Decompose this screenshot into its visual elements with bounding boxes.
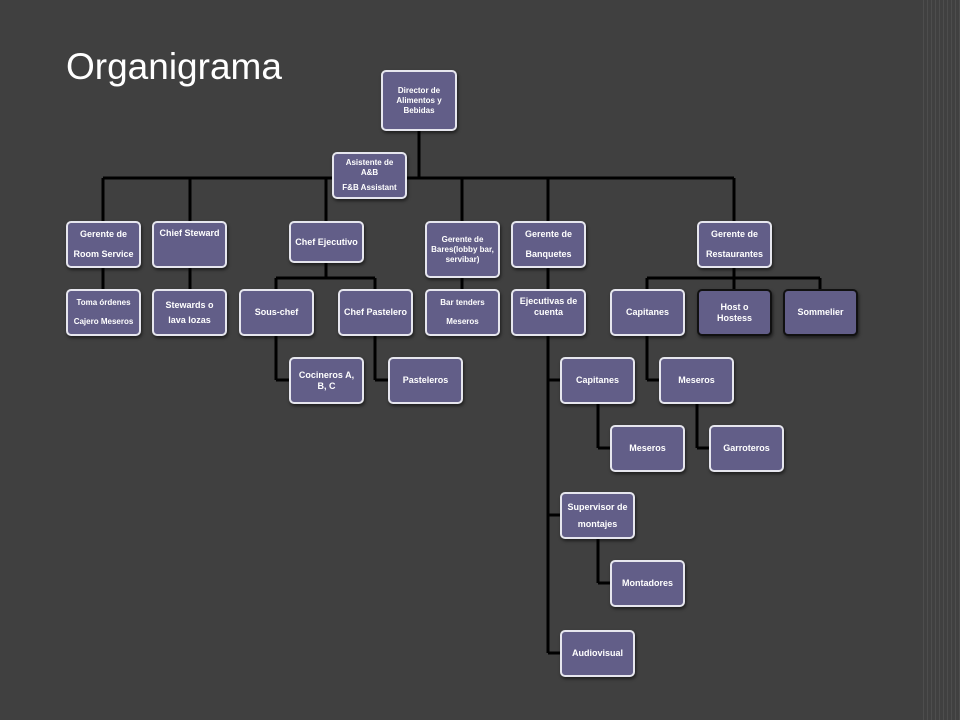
- assistant-box: Asistente de A&B F&B Assistant: [332, 152, 407, 199]
- decorative-stripes: [920, 0, 960, 720]
- audiovisual-label: Audiovisual: [571, 648, 623, 658]
- banquetes-label-2: Banquetes: [525, 248, 572, 259]
- sommelier-label: Sommelier: [797, 307, 844, 317]
- slide-title: Organigrama: [66, 46, 282, 87]
- bar-staff-box: Bar tenders Meseros: [425, 289, 500, 336]
- assistant-label: Asistente de A&B: [345, 158, 394, 178]
- room-service-label-2: Room Service: [73, 248, 134, 259]
- restaurantes-meseros-label: Meseros: [678, 375, 715, 385]
- sous-chef-box: Sous-chef: [239, 289, 314, 336]
- chief-steward-label: Chief Steward: [159, 228, 220, 238]
- room-service-manager-box: Gerente de Room Service: [66, 221, 141, 268]
- chef-pastelero-box: Chef Pastelero: [338, 289, 413, 336]
- restaurantes-meseros-box: Meseros: [659, 357, 734, 404]
- chef-pastelero-label: Chef Pastelero: [343, 307, 408, 317]
- bar-staff-2: Meseros: [446, 317, 479, 327]
- ejecutivas-box: Ejecutivas de cuenta: [511, 289, 586, 336]
- stewards-label: Stewards o lava lozas: [165, 299, 214, 325]
- bares-manager-box: Gerente de Bares(lobby bar, servibar): [425, 221, 500, 278]
- room-service-staff-box: Toma órdenes Cajero Meseros: [66, 289, 141, 336]
- room-service-staff-2: Cajero Meseros: [73, 317, 134, 327]
- restaurantes-capitanes-label: Capitanes: [625, 307, 669, 317]
- restaurantes-capitanes-box: Capitanes: [610, 289, 685, 336]
- restaurantes-label-2: Restaurantes: [705, 248, 764, 259]
- cocineros-box: Cocineros A, B, C: [289, 357, 364, 404]
- garroteros-box: Garroteros: [709, 425, 784, 472]
- chef-ejecutivo-label: Chef Ejecutivo: [295, 236, 358, 247]
- bares-label: Gerente de Bares(lobby bar, servibar): [431, 234, 494, 264]
- stewards-box: Stewards o lava lozas: [152, 289, 227, 336]
- pasteleros-label: Pasteleros: [402, 375, 449, 385]
- cocineros-label: Cocineros A, B, C: [298, 369, 355, 391]
- banquetes-meseros-box: Meseros: [610, 425, 685, 472]
- pasteleros-box: Pasteleros: [388, 357, 463, 404]
- room-service-label-1: Gerente de: [79, 229, 128, 240]
- supervisor-label: Supervisor de montajes: [567, 501, 628, 529]
- montadores-label: Montadores: [621, 578, 673, 588]
- banquetes-capitanes-label: Capitanes: [575, 375, 619, 385]
- banquetes-manager-box: Gerente de Banquetes: [511, 221, 586, 268]
- restaurantes-manager-box: Gerente de Restaurantes: [697, 221, 772, 268]
- restaurantes-label-1: Gerente de: [710, 229, 759, 240]
- banquetes-capitanes-box: Capitanes: [560, 357, 635, 404]
- sous-chef-label: Sous-chef: [254, 307, 299, 317]
- montadores-box: Montadores: [610, 560, 685, 607]
- director-box: Director de Alimentos y Bebidas: [381, 70, 457, 131]
- banquetes-label-1: Gerente de: [524, 229, 573, 240]
- host-label: Host o Hostess: [716, 301, 752, 323]
- garroteros-label: Garroteros: [723, 443, 770, 453]
- supervisor-box: Supervisor de montajes: [560, 492, 635, 539]
- audiovisual-box: Audiovisual: [560, 630, 635, 677]
- host-box: Host o Hostess: [697, 289, 772, 336]
- bar-staff-1: Bar tenders: [440, 297, 485, 307]
- room-service-staff-1: Toma órdenes: [76, 297, 131, 307]
- chef-ejecutivo-box: Chef Ejecutivo: [289, 221, 364, 263]
- banquetes-meseros-label: Meseros: [629, 443, 666, 453]
- assistant-sublabel: F&B Assistant: [342, 182, 397, 192]
- director-label: Director de Alimentos y Bebidas: [396, 85, 442, 115]
- chief-steward-box: Chief Steward: [152, 221, 227, 268]
- sommelier-box: Sommelier: [783, 289, 858, 336]
- ejecutivas-label: Ejecutivas de cuenta: [519, 296, 578, 317]
